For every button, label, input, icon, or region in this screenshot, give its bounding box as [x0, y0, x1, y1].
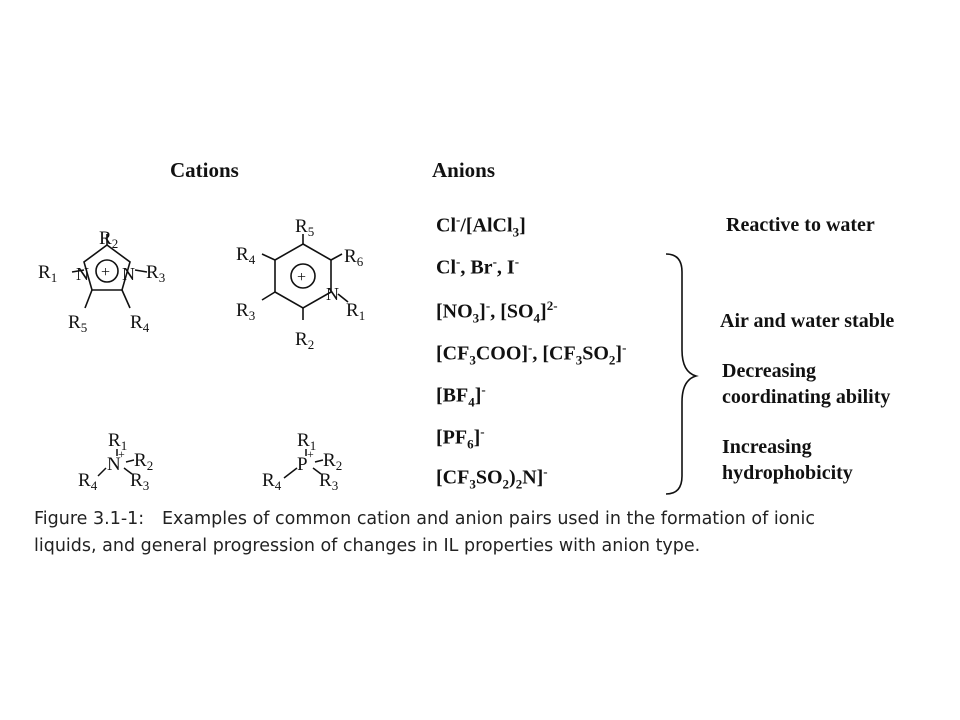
pyridinium-cation [261, 234, 349, 320]
anion-hexafluorophosphate: [PF6]- [436, 424, 485, 452]
imidazolium-r5: R5 [68, 312, 87, 335]
caption-line-2: liquids, and general progression of chan… [34, 536, 701, 556]
phosphonium-r2: R2 [323, 450, 342, 473]
property-reactive-to-water: Reactive to water [726, 214, 875, 236]
anion-nitrate-sulfate: [NO3]-, [SO4]2- [436, 298, 558, 326]
imidazolium-ring [83, 244, 131, 291]
imidazolium-r2: R2 [99, 228, 118, 251]
ammonium-r4: R4 [78, 470, 98, 493]
ammonium-plus: + [118, 447, 125, 461]
imidazolium-n-left: N [76, 264, 89, 284]
imidazolium-r4: R4 [130, 312, 150, 335]
anions-header: Anions [432, 158, 496, 182]
phosphonium-r4: R4 [262, 470, 282, 493]
figure-caption: Figure 3.1-1: Examples of common cation a… [34, 506, 934, 560]
ammonium-r2: R2 [134, 450, 153, 473]
figure-label: Figure 3.1-1: [34, 509, 145, 529]
imidazolium-plus: + [101, 264, 110, 281]
ammonium-cation [97, 449, 135, 477]
pyridinium-r2: R2 [295, 329, 314, 352]
pyridinium-r1: R1 [346, 300, 365, 323]
imidazolium-charge-circle [95, 259, 119, 283]
imidazolium-cation [71, 234, 148, 309]
pyridinium-n: N [326, 284, 339, 304]
pyridinium-r4: R4 [236, 244, 256, 267]
brace-path [665, 253, 699, 495]
phosphonium-plus: + [307, 447, 314, 461]
imidazolium-r3: R3 [146, 262, 165, 285]
phosphonium-p: P [297, 454, 308, 475]
phosphonium-r3: R3 [319, 470, 338, 493]
property-coordinating-ability: Decreasing coordinating ability [722, 360, 891, 408]
cations-header: Cations [170, 158, 239, 182]
caption-line-1: Examples of common cation and anion pair… [162, 509, 815, 529]
ammonium-r1: R1 [108, 430, 127, 453]
pyridinium-plus: + [297, 269, 306, 286]
phosphonium-cation [283, 449, 324, 479]
pyridinium-r6: R6 [344, 246, 364, 269]
property-air-water-stable: Air and water stable [720, 310, 895, 332]
anion-chloroaluminate: Cl-/[AlCl3] [436, 212, 526, 240]
property-hydrophobicity: Increasing hydrophobicity [722, 436, 853, 484]
phosphonium-r1: R1 [297, 430, 316, 453]
anion-bistriflimide: [CF3SO2)2N]- [436, 464, 548, 492]
anion-halides: Cl-, Br-, I- [436, 254, 520, 279]
anion-triflate-acetate: [CF3COO]-, [CF3SO2]- [436, 340, 627, 368]
right-brace [665, 253, 699, 495]
ammonium-r3: R3 [130, 470, 149, 493]
pyridinium-r5: R5 [295, 216, 314, 239]
imidazolium-r1: R1 [38, 262, 57, 285]
pyridinium-charge-circle [290, 263, 316, 289]
imidazolium-n-right: N [122, 264, 135, 284]
pyridinium-r3: R3 [236, 300, 255, 323]
anion-tetrafluoroborate: [BF4]- [436, 382, 486, 410]
cation-structures: R2 R1 N N + R3 R5 R4 R5 R4 R6 + N R1 R3 … [38, 216, 365, 493]
ammonium-n: N [107, 454, 121, 475]
